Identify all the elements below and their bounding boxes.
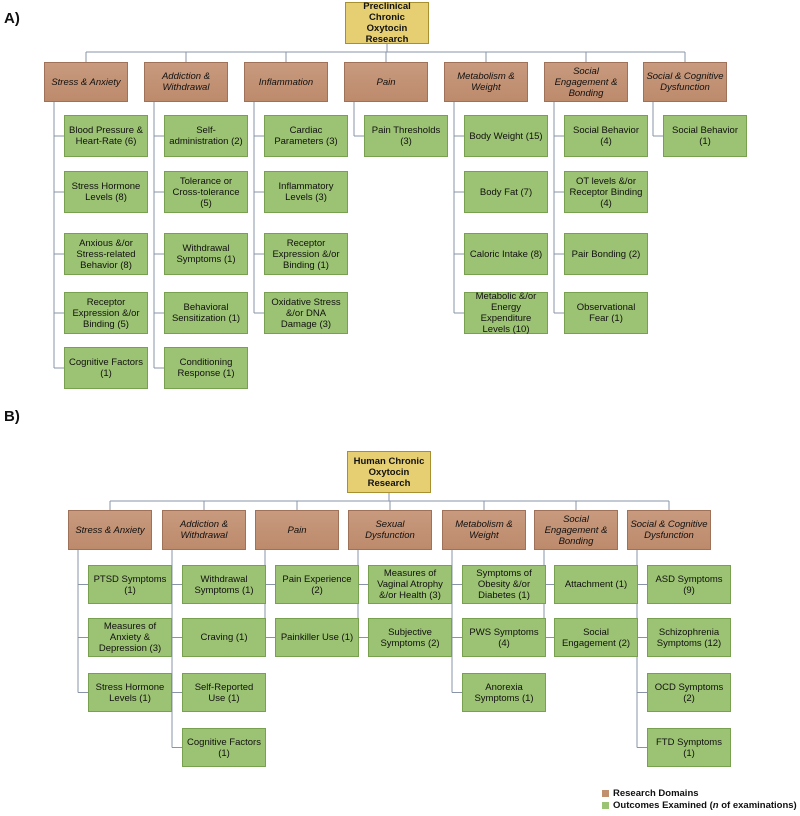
legend-item-domains: Research Domains xyxy=(602,788,699,799)
outcome-box: Social Behavior (4) xyxy=(564,115,648,157)
domain-box: Stress & Anxiety xyxy=(68,510,152,550)
outcome-box: Schizophrenia Symptoms (12) xyxy=(647,618,731,657)
outcome-box: Observational Fear (1) xyxy=(564,292,648,334)
outcome-box: Pain Thresholds (3) xyxy=(364,115,448,157)
outcome-box: Cognitive Factors (1) xyxy=(64,347,148,389)
legend-swatch-domains xyxy=(602,790,609,797)
legend-swatch-outcomes xyxy=(602,802,609,809)
outcome-box: Stress Hormone Levels (1) xyxy=(88,673,172,712)
domain-box: Sexual Dysfunction xyxy=(348,510,432,550)
outcome-box: Measures of Vaginal Atrophy &/or Health … xyxy=(368,565,452,604)
outcome-box: Social Engagement (2) xyxy=(554,618,638,657)
outcome-box: OCD Symptoms (2) xyxy=(647,673,731,712)
legend-outcomes-n: n xyxy=(712,800,719,811)
outcome-box: Social Behavior (1) xyxy=(663,115,747,157)
legend-outcomes-prefix: Outcomes Examined ( xyxy=(613,800,713,811)
legend-outcomes-suffix: of examinations) xyxy=(718,800,797,811)
outcome-box: Stress Hormone Levels (8) xyxy=(64,171,148,213)
outcome-box: Symptoms of Obesity &/or Diabetes (1) xyxy=(462,565,546,604)
panel-a-label: A) xyxy=(4,10,20,27)
outcome-box: PTSD Symptoms (1) xyxy=(88,565,172,604)
domain-box: Social Engagement & Bonding xyxy=(534,510,618,550)
domain-box: Pain xyxy=(255,510,339,550)
outcome-box: Receptor Expression &/or Binding (5) xyxy=(64,292,148,334)
outcome-box: Conditioning Response (1) xyxy=(164,347,248,389)
outcome-box: Cardiac Parameters (3) xyxy=(264,115,348,157)
outcome-box: Anorexia Symptoms (1) xyxy=(462,673,546,712)
domain-box: Social & Cognitive Dysfunction xyxy=(643,62,727,102)
domain-box: Metabolism & Weight xyxy=(444,62,528,102)
outcome-box: FTD Symptoms (1) xyxy=(647,728,731,767)
legend-label-outcomes: Outcomes Examined (n of examinations) xyxy=(613,800,797,811)
outcome-box: Self-Reported Use (1) xyxy=(182,673,266,712)
outcome-box: Inflammatory Levels (3) xyxy=(264,171,348,213)
outcome-box: Craving (1) xyxy=(182,618,266,657)
outcome-box: Self-administration (2) xyxy=(164,115,248,157)
domain-box: Pain xyxy=(344,62,428,102)
outcome-box: Body Weight (15) xyxy=(464,115,548,157)
outcome-box: Oxidative Stress &/or DNA Damage (3) xyxy=(264,292,348,334)
domain-box: Addiction & Withdrawal xyxy=(144,62,228,102)
domain-box: Social & Cognitive Dysfunction xyxy=(627,510,711,550)
outcome-box: Measures of Anxiety & Depression (3) xyxy=(88,618,172,657)
outcome-box: Withdrawal Symptoms (1) xyxy=(182,565,266,604)
outcome-box: Pair Bonding (2) xyxy=(564,233,648,275)
outcome-box: Behavioral Sensitization (1) xyxy=(164,292,248,334)
outcome-box: Metabolic &/or Energy Expenditure Levels… xyxy=(464,291,548,335)
panel-b-root: Human Chronic Oxytocin Research xyxy=(347,451,431,493)
domain-box: Inflammation xyxy=(244,62,328,102)
outcome-box: Body Fat (7) xyxy=(464,171,548,213)
outcome-box: Receptor Expression &/or Binding (1) xyxy=(264,233,348,275)
domain-box: Social Engagement & Bonding xyxy=(544,62,628,102)
outcome-box: ASD Symptoms (9) xyxy=(647,565,731,604)
domain-box: Metabolism & Weight xyxy=(442,510,526,550)
outcome-box: Painkiller Use (1) xyxy=(275,618,359,657)
legend-label-domains: Research Domains xyxy=(613,788,699,799)
outcome-box: OT levels &/or Receptor Binding (4) xyxy=(564,171,648,213)
legend-item-outcomes: Outcomes Examined (n of examinations) xyxy=(602,800,797,811)
domain-box: Addiction & Withdrawal xyxy=(162,510,246,550)
outcome-box: Attachment (1) xyxy=(554,565,638,604)
domain-box: Stress & Anxiety xyxy=(44,62,128,102)
outcome-box: Pain Experience (2) xyxy=(275,565,359,604)
outcome-box: PWS Symptoms (4) xyxy=(462,618,546,657)
outcome-box: Tolerance or Cross-tolerance (5) xyxy=(164,171,248,213)
outcome-box: Anxious &/or Stress-related Behavior (8) xyxy=(64,233,148,275)
panel-a-root: Preclinical Chronic Oxytocin Research xyxy=(345,1,429,45)
outcome-box: Blood Pressure & Heart-Rate (6) xyxy=(64,115,148,157)
outcome-box: Cognitive Factors (1) xyxy=(182,728,266,767)
panel-b-label: B) xyxy=(4,408,20,425)
outcome-box: Subjective Symptoms (2) xyxy=(368,618,452,657)
outcome-box: Caloric Intake (8) xyxy=(464,233,548,275)
outcome-box: Withdrawal Symptoms (1) xyxy=(164,233,248,275)
